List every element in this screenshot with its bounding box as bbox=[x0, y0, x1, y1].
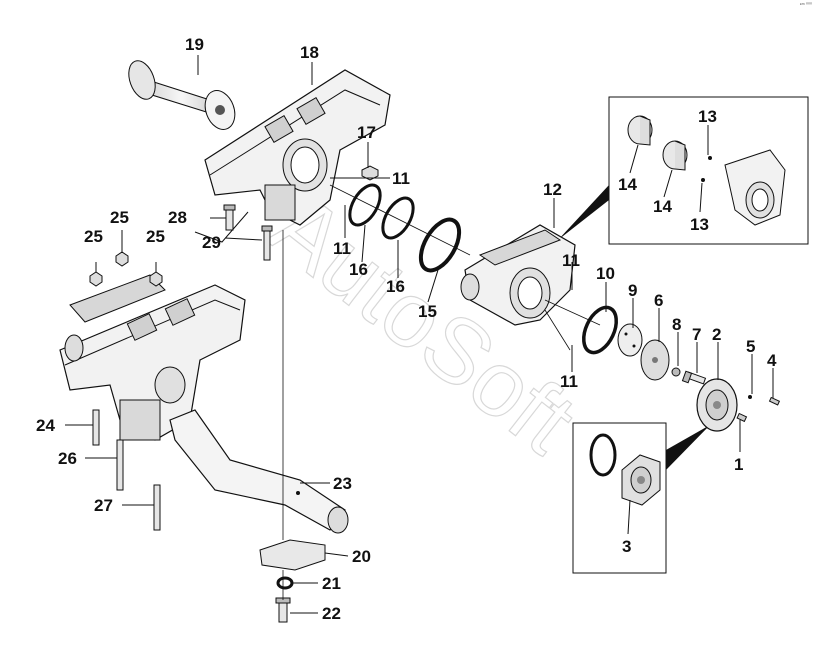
callout-12: 12 bbox=[543, 180, 562, 199]
callout-8: 8 bbox=[672, 315, 681, 334]
callout-21: 21 bbox=[322, 574, 341, 593]
assembly-axis-lines bbox=[282, 184, 601, 600]
callout-22: 22 bbox=[322, 604, 341, 623]
nut-25b bbox=[115, 251, 129, 267]
callout-9: 9 bbox=[628, 281, 637, 300]
clamp-20 bbox=[259, 539, 326, 571]
nut-17 bbox=[361, 165, 379, 181]
callout-2: 2 bbox=[712, 325, 721, 344]
bolt-26 bbox=[116, 439, 124, 491]
callout-23: 23 bbox=[333, 474, 352, 493]
fastener-13b bbox=[701, 178, 705, 182]
callout-28: 28 bbox=[168, 208, 187, 227]
callout-4: 4 bbox=[767, 351, 777, 370]
callout-5: 5 bbox=[746, 337, 755, 356]
inset-housing bbox=[724, 149, 786, 226]
callout-14-left: 14 bbox=[618, 175, 637, 194]
callout-labels: 19 18 17 11 28 29 11 16 16 15 12 11 10 1… bbox=[36, 35, 777, 623]
callout-20: 20 bbox=[352, 547, 371, 566]
corner-mark: ᵉᵐ ⁰⁰⁰ bbox=[799, 2, 812, 8]
inset-pointer-cap bbox=[666, 425, 710, 470]
callout-16-b: 16 bbox=[386, 277, 405, 296]
leader-lines bbox=[65, 55, 774, 614]
fastener-13a bbox=[708, 156, 712, 160]
upper-bracket-18 bbox=[204, 69, 391, 226]
inset-pointer-bushings bbox=[558, 185, 609, 240]
callout-14-right: 14 bbox=[653, 197, 672, 216]
callout-13-top: 13 bbox=[698, 107, 717, 126]
plate-9 bbox=[617, 323, 643, 357]
callout-13-bottom: 13 bbox=[690, 215, 709, 234]
callout-1: 1 bbox=[734, 455, 743, 474]
cap-2 bbox=[696, 378, 738, 432]
callout-16-a: 16 bbox=[349, 260, 368, 279]
callout-27: 27 bbox=[94, 496, 113, 515]
bolt-7 bbox=[681, 370, 707, 385]
callout-7: 7 bbox=[692, 325, 701, 344]
callout-11-low: 11 bbox=[560, 372, 578, 391]
callout-18: 18 bbox=[300, 43, 319, 62]
bushing-14b bbox=[662, 140, 688, 171]
callout-6: 6 bbox=[654, 291, 663, 310]
pin-19 bbox=[128, 60, 236, 130]
callout-10: 10 bbox=[596, 264, 615, 283]
bolt-29 bbox=[261, 225, 273, 261]
callout-25-left: 25 bbox=[84, 227, 103, 246]
callout-26: 26 bbox=[58, 449, 77, 468]
pin-5 bbox=[748, 395, 752, 399]
bolt-28 bbox=[223, 204, 236, 231]
bolt-22 bbox=[275, 597, 291, 623]
callout-29: 29 bbox=[202, 233, 221, 252]
bushing-14a bbox=[627, 115, 653, 146]
nut-8 bbox=[671, 367, 681, 377]
callout-17: 17 bbox=[357, 123, 376, 142]
screw-4 bbox=[768, 396, 781, 406]
callout-11-mid: 11 bbox=[333, 239, 351, 258]
flange-6 bbox=[640, 339, 670, 381]
bolt-24 bbox=[92, 409, 100, 446]
callout-11-top: 11 bbox=[392, 169, 410, 188]
plug-1 bbox=[736, 412, 748, 423]
seal-15 bbox=[418, 217, 462, 273]
inset-box-bushings bbox=[608, 96, 809, 245]
axle-tube-23 bbox=[169, 409, 349, 534]
cap-assembly-3 bbox=[589, 433, 661, 506]
bolt-27 bbox=[153, 484, 161, 531]
lower-frame bbox=[59, 274, 246, 441]
callout-24: 24 bbox=[36, 416, 55, 435]
callout-11-right: 11 bbox=[562, 251, 580, 270]
ring-16a bbox=[348, 183, 382, 227]
ring-10 bbox=[582, 305, 618, 355]
callout-19: 19 bbox=[185, 35, 204, 54]
callout-3: 3 bbox=[622, 537, 631, 556]
housing-12 bbox=[460, 224, 576, 326]
nut-25a bbox=[89, 271, 103, 287]
callout-25-right: 25 bbox=[146, 227, 165, 246]
washer-21 bbox=[276, 576, 294, 590]
inset-box-cap-assembly bbox=[572, 422, 667, 574]
callout-25-mid: 25 bbox=[110, 208, 129, 227]
callout-15: 15 bbox=[418, 302, 437, 321]
